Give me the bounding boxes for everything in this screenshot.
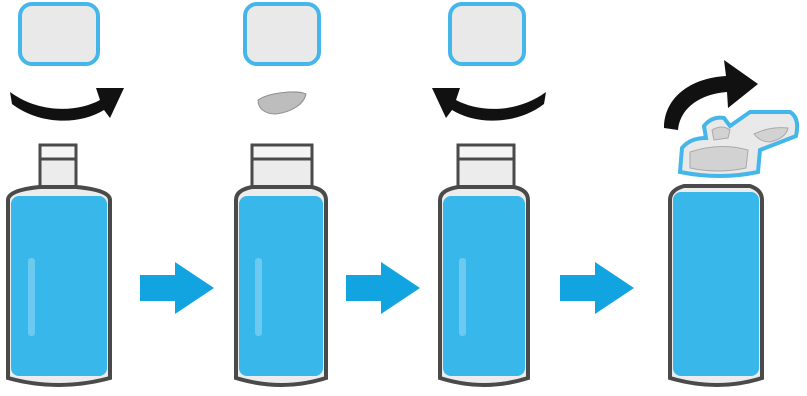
seal xyxy=(258,92,306,114)
flip-cap xyxy=(680,112,797,176)
rotate-right-icon xyxy=(10,88,124,121)
cap xyxy=(450,4,524,64)
right-arrow-icon xyxy=(560,262,634,314)
cap xyxy=(20,4,98,64)
ink-bottle xyxy=(670,186,762,385)
step-3-twist-cap-back xyxy=(432,4,546,385)
cap xyxy=(245,4,319,64)
ink-bottle xyxy=(236,145,326,385)
right-arrow-icon xyxy=(346,262,420,314)
ink-bottle xyxy=(8,145,110,385)
right-arrow-icon xyxy=(140,262,214,314)
rotate-left-icon xyxy=(432,88,546,121)
step-4-flip-open-cap xyxy=(664,60,797,385)
step-2-remove-seal xyxy=(236,4,326,385)
step-1-twist-cap xyxy=(8,4,124,385)
ink-bottle xyxy=(440,145,528,385)
